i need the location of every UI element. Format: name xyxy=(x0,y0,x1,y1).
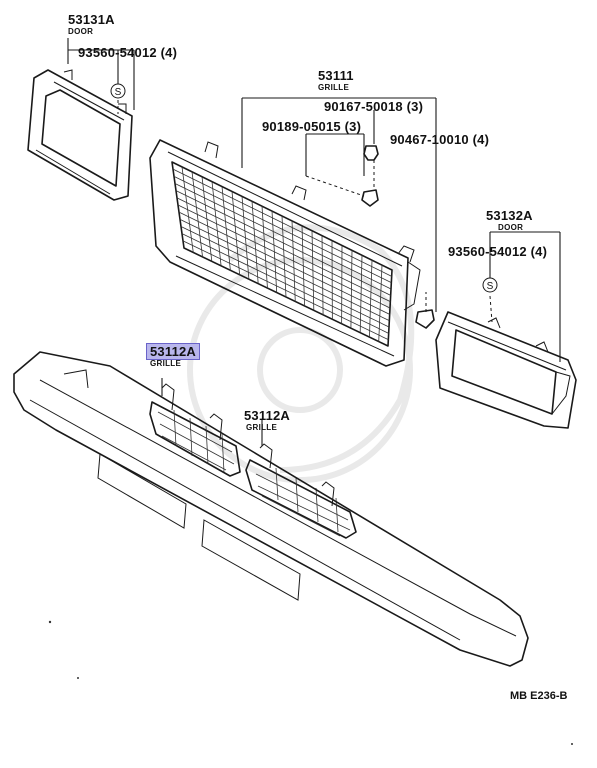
grille-mesh xyxy=(172,166,392,342)
main-grille-part[interactable] xyxy=(149,139,421,367)
grille-mesh-col xyxy=(311,230,315,311)
grille-mesh-col xyxy=(301,225,305,306)
grille-mesh-col xyxy=(201,176,213,262)
assembly-dashed-lines xyxy=(117,100,493,323)
door-left-name: DOOR xyxy=(68,27,94,36)
grille-mesh-col xyxy=(321,235,324,315)
lower-grille-left-part[interactable] xyxy=(149,383,241,477)
door-right-part-number[interactable]: 53132A xyxy=(486,208,533,223)
grille-mesh-col xyxy=(378,265,383,342)
grille-mesh-col xyxy=(359,255,363,333)
grille-mesh-col xyxy=(251,201,259,284)
grille-mesh-col xyxy=(281,215,287,298)
screw-symbol-left[interactable]: S xyxy=(110,83,126,99)
grille-part-number[interactable]: 53111 xyxy=(318,68,354,83)
screw-symbol-left-text: S xyxy=(115,87,122,98)
grille-mesh-col xyxy=(369,260,373,338)
figure-reference: MB E236-B xyxy=(510,690,568,702)
grille-fastener-a-part-number[interactable]: 90167-50018 (3) xyxy=(324,99,424,114)
grille-name: GRILLE xyxy=(318,83,350,92)
grille-mesh-col xyxy=(350,250,353,329)
grille-mesh-col xyxy=(221,186,231,271)
grille-mesh-col xyxy=(191,171,203,257)
grille-mesh-col xyxy=(231,191,241,275)
right-door-part[interactable] xyxy=(435,311,577,429)
watermark xyxy=(187,224,415,483)
screw-symbol-right-text: S xyxy=(487,281,494,292)
grille-bolt-fastener[interactable] xyxy=(361,189,379,207)
leader-lines xyxy=(67,38,561,446)
door-right-name: DOOR xyxy=(498,223,524,232)
left-door-part[interactable] xyxy=(27,69,133,201)
door-left-part-number[interactable]: 53131A xyxy=(68,12,115,27)
lower-grille-right-name: GRILLE xyxy=(246,423,278,432)
grille-mesh-col xyxy=(241,196,250,280)
lower-grille-right-part-number[interactable]: 53112A xyxy=(244,408,291,423)
door-left-screw-part-number[interactable]: 93560-54012 (4) xyxy=(78,45,178,60)
grille-mesh-col xyxy=(181,166,194,253)
grille-mesh-col xyxy=(291,220,296,302)
grille-fastener-c-part-number[interactable]: 90467-10010 (4) xyxy=(390,132,490,147)
scan-specks xyxy=(48,620,573,745)
grille-mesh-col xyxy=(211,181,222,266)
grille-fastener-b-part-number[interactable]: 90189-05015 (3) xyxy=(262,119,362,134)
grille-mesh-col xyxy=(261,206,268,289)
grille-clip-fastener[interactable] xyxy=(363,145,379,161)
front-bumper-part[interactable] xyxy=(13,351,529,667)
lower-grille-left-name: GRILLE xyxy=(150,359,182,368)
screw-symbol-right[interactable]: S xyxy=(482,277,498,293)
lower-grille-left-part-number[interactable]: 53112A xyxy=(146,343,201,360)
grille-retainer-fastener[interactable] xyxy=(415,309,435,329)
grille-mesh-col xyxy=(271,211,278,293)
door-right-screw-part-number[interactable]: 93560-54012 (4) xyxy=(448,244,548,259)
